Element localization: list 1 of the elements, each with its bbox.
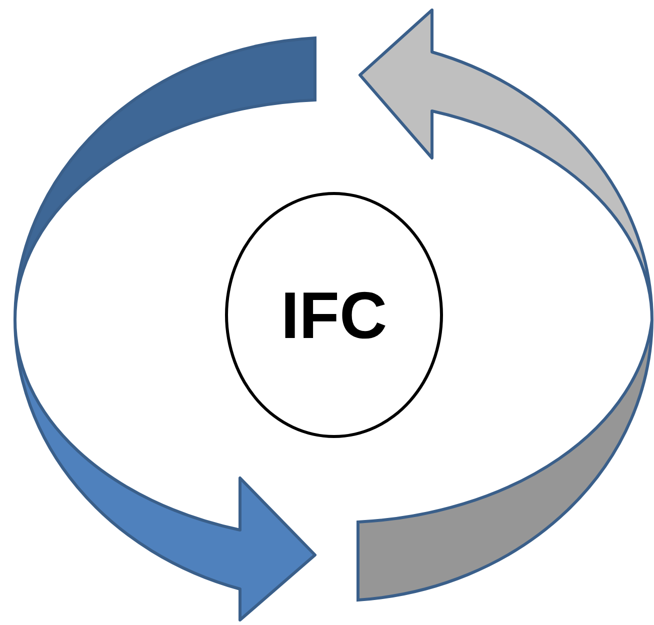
center-ellipse: IFC [225,192,443,438]
